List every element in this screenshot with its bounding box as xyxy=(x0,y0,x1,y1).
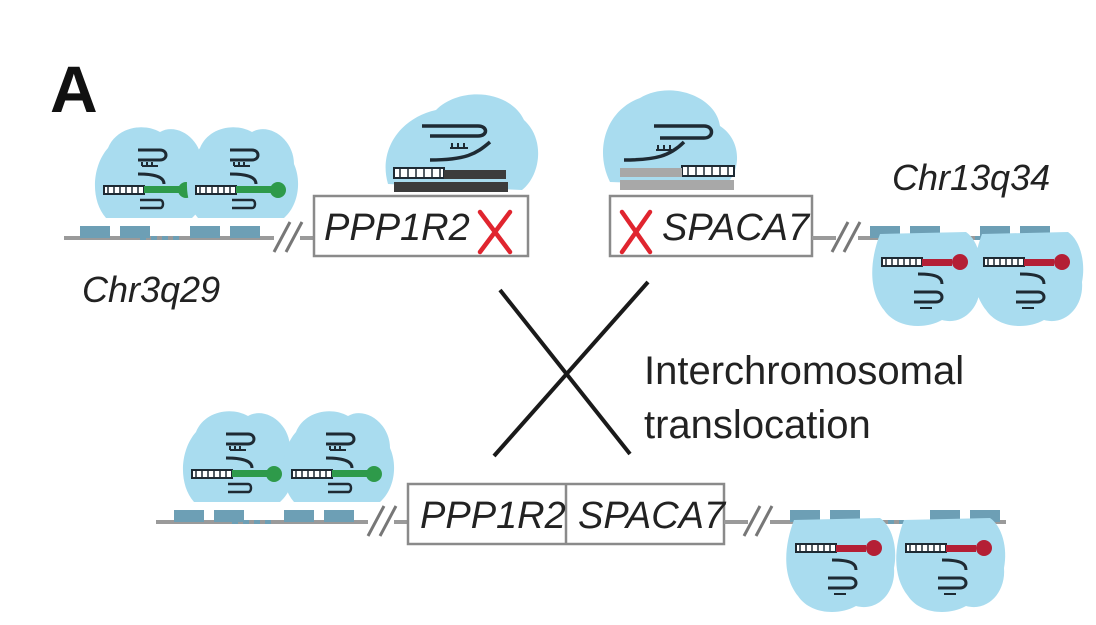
chromosome-13q34-bottom xyxy=(724,505,1007,614)
gene-label-ppp1r2-top: PPP1R2 xyxy=(324,207,470,249)
transcription-complex-icon xyxy=(784,516,897,614)
gene-label-ppp1r2-bottom: PPP1R2 xyxy=(420,495,566,537)
transcription-complex-icon xyxy=(894,516,1007,614)
gene-label-spaca7-top: SPACA7 xyxy=(662,207,811,249)
gene-box-fusion: PPP1R2 SPACA7 xyxy=(406,482,727,546)
chromosome-3q29-bottom xyxy=(156,409,408,537)
transcription-complex-icon xyxy=(281,409,396,504)
chromosome-13q34-top xyxy=(812,221,1085,328)
gene-label-spaca7-bottom: SPACA7 xyxy=(578,495,727,537)
gene-box-ppp1r2-top: PPP1R2 xyxy=(312,194,530,258)
gene-box-spaca7-top: SPACA7 xyxy=(608,194,814,258)
x-mark-icon xyxy=(619,209,653,255)
transcription-complex-icon xyxy=(972,230,1085,328)
x-mark-icon xyxy=(477,209,513,255)
annotation-line-2: translocation xyxy=(644,403,871,447)
annotation-line-1: Interchromosomal xyxy=(644,349,964,393)
chr-label-right-top: Chr13q34 xyxy=(892,157,1050,198)
transcription-complex-icon xyxy=(385,94,539,192)
chromosome-3q29-top xyxy=(64,125,314,253)
chr-label-left-top: Chr3q29 xyxy=(82,269,220,310)
transcription-complex-icon xyxy=(181,409,296,504)
transcription-complex-icon xyxy=(602,90,738,190)
translocation-cross xyxy=(492,280,650,458)
transcription-complex-icon xyxy=(870,230,983,328)
transcription-complex-icon xyxy=(185,125,300,220)
panel-letter: A xyxy=(50,52,98,126)
